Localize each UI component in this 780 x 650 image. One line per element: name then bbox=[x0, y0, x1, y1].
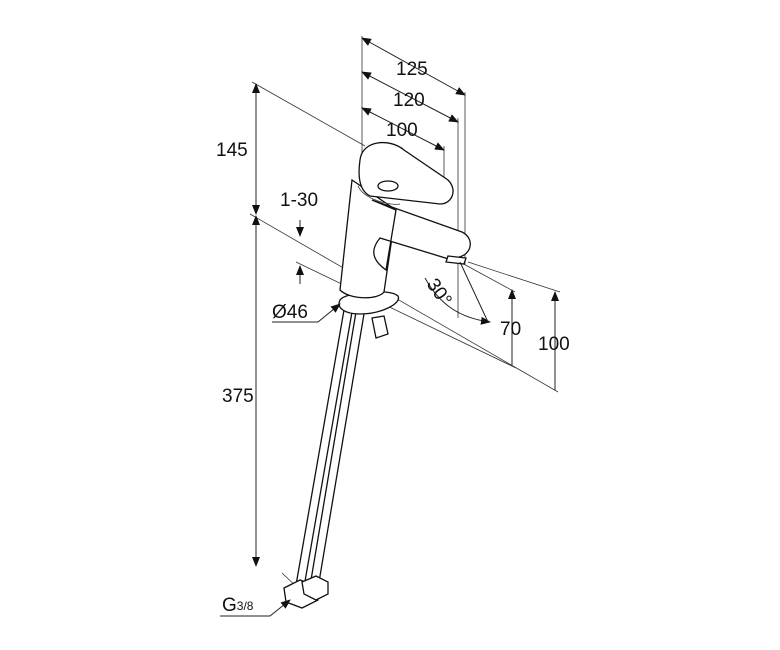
dim-100-top-label: 100 bbox=[386, 120, 418, 141]
dim-100-right-label: 100 bbox=[538, 334, 570, 355]
diameter-label: Ø46 bbox=[272, 302, 308, 323]
dim-120-label: 120 bbox=[393, 90, 425, 111]
faucet-body bbox=[283, 141, 471, 609]
dimension-lines bbox=[220, 37, 559, 617]
dim-375-label: 375 bbox=[222, 386, 254, 407]
dim-1-30-label: 1-30 bbox=[280, 190, 318, 211]
thread-label: G3/8 bbox=[222, 595, 254, 616]
angle-label: 30° bbox=[422, 275, 456, 311]
dim-125-label: 125 bbox=[396, 59, 428, 80]
dim-70-label: 70 bbox=[500, 319, 521, 340]
dim-145-label: 145 bbox=[216, 140, 248, 161]
extension-lines bbox=[249, 36, 561, 591]
